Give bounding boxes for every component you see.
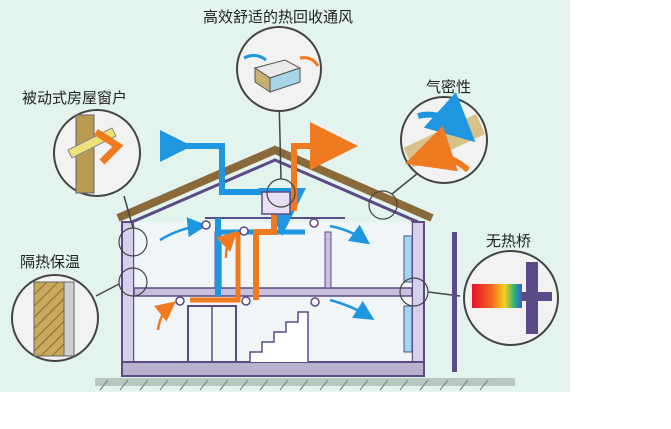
fan-icon — [176, 297, 184, 305]
outer-wall-left — [122, 222, 134, 372]
callout-heat-recovery — [237, 27, 321, 111]
heat-recovery-unit — [262, 192, 290, 214]
ground-slab — [122, 362, 424, 376]
label-windows: 被动式房屋窗户 — [22, 89, 127, 107]
fan-icon — [242, 297, 250, 305]
label-airtightness: 气密性 — [426, 78, 471, 96]
callout-insulation — [12, 275, 98, 361]
callout-window — [54, 110, 140, 196]
outer-wall-right — [412, 222, 424, 372]
callout-airtightness — [401, 97, 487, 183]
label-heat-recovery: 高效舒适的热回收通风 — [203, 8, 353, 26]
fan-icon — [240, 227, 248, 235]
side-post — [452, 232, 457, 372]
fan-icon — [311, 298, 319, 306]
callout-thermal-bridge — [464, 251, 558, 345]
label-insulation: 隔热保温 — [20, 253, 80, 271]
fan-icon — [202, 221, 210, 229]
upper-floor-slab — [134, 288, 412, 296]
fan-icon — [310, 219, 318, 227]
label-no-thermal-bridge: 无热桥 — [486, 232, 531, 250]
